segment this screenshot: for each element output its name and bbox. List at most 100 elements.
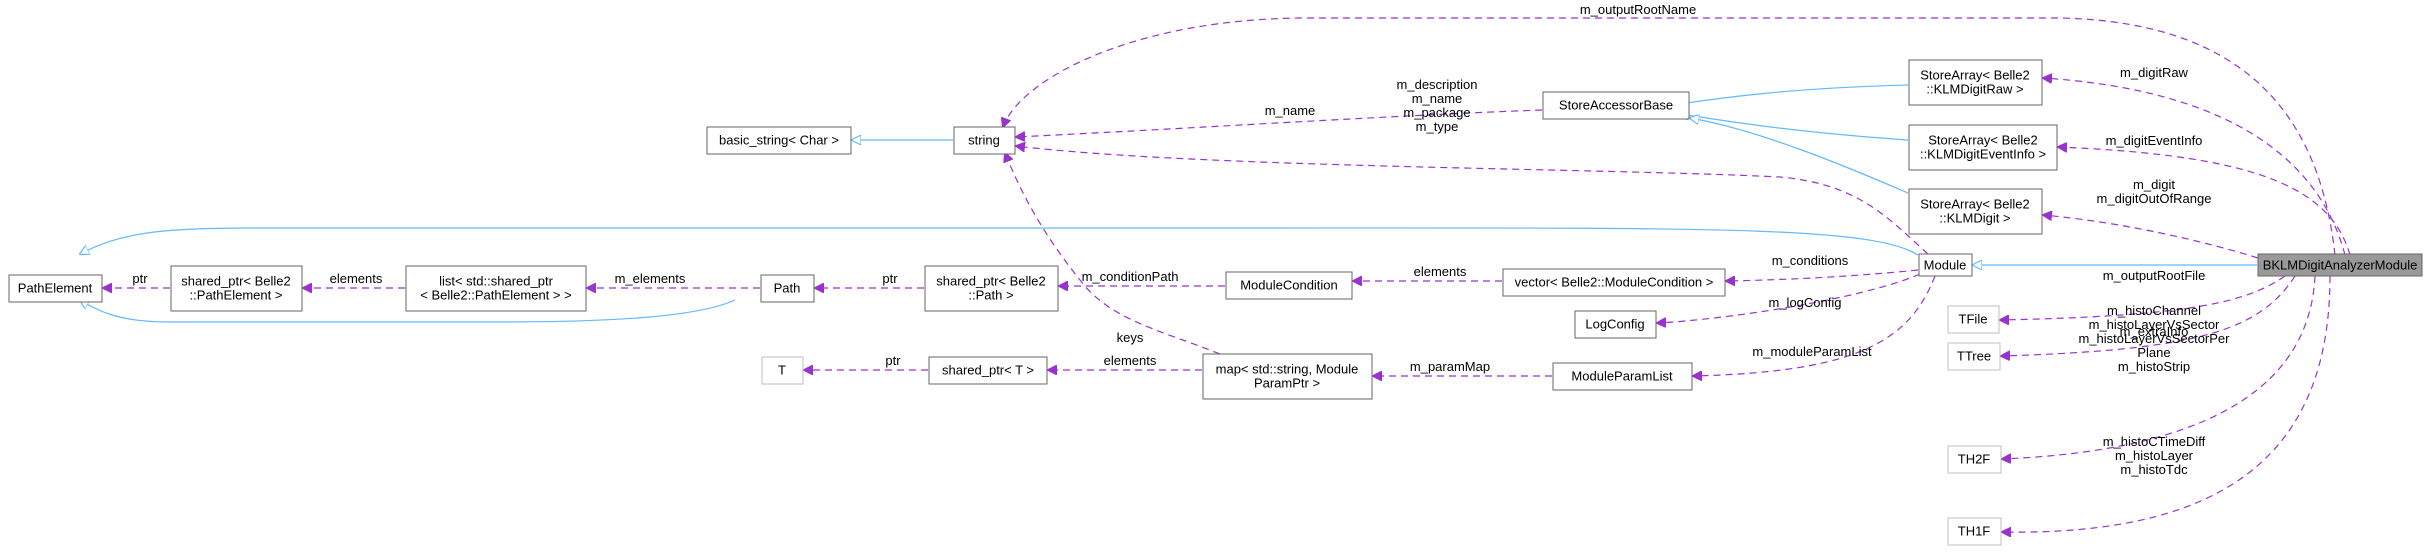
node-module-condition[interactable]: ModuleCondition xyxy=(1225,271,1353,300)
edge-m-module-param-list: m_moduleParamList xyxy=(1693,275,1936,376)
edge-label-elements-list: elements xyxy=(330,271,383,286)
text-line: shared_ptr< Belle2 xyxy=(936,274,1046,289)
node-label-basic-string: basic_string< Char > xyxy=(719,133,839,148)
edge-m-elements: m_elements xyxy=(587,271,760,288)
node-shared-ptr-t[interactable]: shared_ptr< T > xyxy=(928,356,1048,385)
text-line: TH2F xyxy=(1958,452,1991,467)
text-line: basic_string< Char > xyxy=(719,133,839,148)
text-line: m_elements xyxy=(615,271,686,286)
text-line: ::KLMDigitEventInfo > xyxy=(1920,147,2046,162)
text-line: elements xyxy=(1414,264,1467,279)
text-line: ptr xyxy=(132,271,148,286)
node-t[interactable]: T xyxy=(761,356,804,385)
node-path-element[interactable]: PathElement xyxy=(8,274,103,303)
node-shared-ptr-path[interactable]: shared_ptr< Belle2::Path > xyxy=(924,265,1059,312)
node-bklm-digit-analyzer-module[interactable]: BKLMDigitAnalyzerModule xyxy=(2257,253,2423,277)
node-label-log-config: LogConfig xyxy=(1585,317,1644,332)
node-shared-ptr-path-element[interactable]: shared_ptr< Belle2::PathElement > xyxy=(170,265,303,312)
node-basic-string[interactable]: basic_string< Char > xyxy=(706,126,852,155)
node-label-module-param-list: ModuleParamList xyxy=(1571,369,1673,384)
text-line: ptr xyxy=(882,271,898,286)
edge-label-m-module-param-list: m_moduleParamList xyxy=(1752,344,1872,359)
edge-label-m-param-map: m_paramMap xyxy=(1410,359,1490,374)
node-path[interactable]: Path xyxy=(760,274,815,303)
node-label-path-element: PathElement xyxy=(18,281,93,296)
node-th2f[interactable]: TH2F xyxy=(1947,445,2002,474)
node-string[interactable]: string xyxy=(953,126,1016,155)
text-line: m_extraInfo xyxy=(2120,324,2189,339)
node-list-shared-ptr[interactable]: list< std::shared_ptr< Belle2::PathEleme… xyxy=(405,265,587,312)
text-line: < Belle2::PathElement > > xyxy=(420,288,571,303)
text-line: TFile xyxy=(1959,312,1988,327)
text-line: T xyxy=(778,363,786,378)
text-line: Module xyxy=(1924,258,1967,273)
edge-m-name: m_name xyxy=(1016,103,1543,137)
node-log-config[interactable]: LogConfig xyxy=(1574,310,1657,339)
node-label-ttree: TTree xyxy=(1957,349,1991,364)
edge-label-m-name: m_name xyxy=(1265,103,1316,118)
node-store-array-klm-digit-raw[interactable]: StoreArray< Belle2::KLMDigitRaw > xyxy=(1908,59,2043,106)
edge-label-ptr-t: ptr xyxy=(885,353,901,368)
node-label-store-array-klm-digit-event-info: StoreArray< Belle2::KLMDigitEventInfo > xyxy=(1920,133,2046,162)
node-label-shared-ptr-t: shared_ptr< T > xyxy=(942,363,1034,378)
text-line: m_conditions xyxy=(1772,253,1849,268)
text-line: m_histoTdc xyxy=(2120,462,2188,477)
nodes: PathElement shared_ptr< Belle2::PathElem… xyxy=(8,59,2423,546)
text-line: StoreArray< Belle2 xyxy=(1928,133,2037,148)
edge-module-inherits-path-element xyxy=(80,227,1919,256)
text-line: m_histoLayerVsSectorPer xyxy=(2078,331,2230,346)
edge-m-digit-event-info: m_digitEventInfo xyxy=(2058,133,2351,256)
node-ttree[interactable]: TTree xyxy=(1947,342,2001,371)
text-line: m_digitOutOfRange xyxy=(2097,191,2212,206)
text-line: m_histoLayerVsSector xyxy=(2089,317,2220,332)
text-line: shared_ptr< Belle2 xyxy=(181,274,291,289)
node-store-accessor-base[interactable]: StoreAccessorBase xyxy=(1542,91,1690,120)
text-line: m_histoStrip xyxy=(2118,359,2190,374)
edge-m-extra-info: m_extraInfo xyxy=(2001,275,2296,356)
text-line: LogConfig xyxy=(1585,317,1644,332)
edge-ptr-t: ptr xyxy=(804,353,928,370)
edge-label-m-extra-info: m_extraInfo xyxy=(2120,324,2189,339)
text-line: ParamPtr > xyxy=(1254,376,1320,391)
text-line: map< std::string, Module xyxy=(1216,362,1359,377)
text-line: ptr xyxy=(885,353,901,368)
edge-label-m-output-root-name: m_outputRootName xyxy=(1580,2,1696,17)
edge-m-digit-raw: m_digitRaw xyxy=(2043,65,2346,256)
text-line: m_digitRaw xyxy=(2120,65,2189,80)
edge-label-m-output-root-file: m_outputRootFile xyxy=(2103,268,2206,283)
text-line: TTree xyxy=(1957,349,1991,364)
edge-klm-digit-inherits-store-accessor xyxy=(1690,118,1909,194)
node-module[interactable]: Module xyxy=(1918,253,1973,277)
node-label-module-condition: ModuleCondition xyxy=(1240,278,1338,293)
text-line: vector< Belle2::ModuleCondition > xyxy=(1515,275,1714,290)
node-store-array-klm-digit-event-info[interactable]: StoreArray< Belle2::KLMDigitEventInfo > xyxy=(1908,124,2058,171)
node-vector-module-condition[interactable]: vector< Belle2::ModuleCondition > xyxy=(1502,268,1726,297)
text-line: m_name xyxy=(1412,91,1463,106)
node-label-th1f: TH1F xyxy=(1958,524,1991,539)
text-line: ::KLMDigitRaw > xyxy=(1926,82,2023,97)
edge-label-m-digit-raw: m_digitRaw xyxy=(2120,65,2189,80)
node-label-path: Path xyxy=(774,281,801,296)
node-label-th2f: TH2F xyxy=(1958,452,1991,467)
node-store-array-klm-digit[interactable]: StoreArray< Belle2::KLMDigit > xyxy=(1908,188,2043,235)
node-tfile[interactable]: TFile xyxy=(1947,305,2000,334)
edge-m-condition-path: m_conditionPath xyxy=(1059,269,1225,286)
node-th1f[interactable]: TH1F xyxy=(1947,517,2002,546)
node-label-list-shared-ptr: list< std::shared_ptr< Belle2::PathEleme… xyxy=(420,274,571,303)
node-module-param-list[interactable]: ModuleParamList xyxy=(1552,362,1693,391)
text-line: m_conditionPath xyxy=(1082,269,1179,284)
edge-klm-digit-event-info-inherits-store-accessor xyxy=(1680,114,1909,141)
node-label-shared-ptr-path-element: shared_ptr< Belle2::PathElement > xyxy=(181,274,291,303)
edge-label-elements-condition: elements xyxy=(1414,264,1467,279)
text-line: ModuleParamList xyxy=(1571,369,1673,384)
